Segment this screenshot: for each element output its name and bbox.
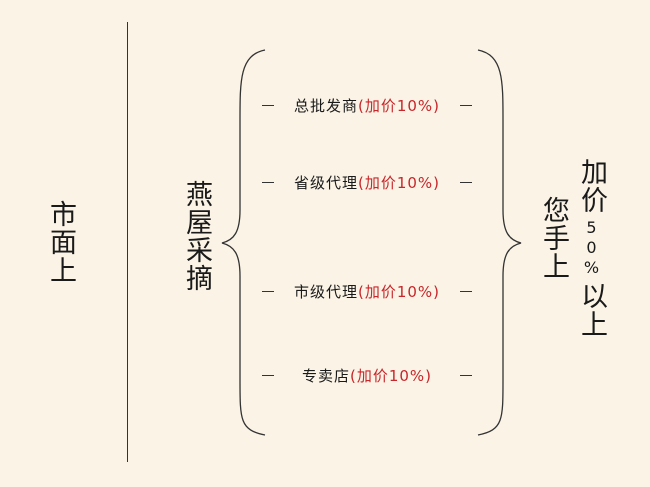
result-suffix: 以上 [576, 282, 607, 338]
item-markup: (加价10%) [357, 283, 441, 301]
dash [460, 291, 472, 292]
item-name: 专卖店 [301, 367, 350, 385]
left-brace [221, 49, 266, 436]
dash [262, 291, 274, 292]
list-item: 省级代理(加价10%) [262, 172, 472, 193]
result-prefix: 加价 [576, 158, 607, 214]
item-name: 市级代理 [293, 283, 358, 301]
result-percent: 50% [582, 218, 601, 278]
list-item: 专卖店(加价10%) [262, 365, 472, 386]
item-name: 总批发商 [293, 97, 358, 115]
right-brace [477, 49, 522, 436]
item-markup: (加价10%) [357, 97, 441, 115]
dash [460, 182, 472, 183]
dash [460, 375, 472, 376]
dash [262, 375, 274, 376]
source-label: 燕屋采摘 [181, 180, 212, 292]
divider-line [127, 22, 128, 462]
your-hands-label: 您手上 [538, 196, 569, 280]
list-item: 总批发商(加价10%) [262, 95, 472, 116]
markup-result: 加价 50% 以上 [575, 158, 607, 338]
dash [460, 105, 472, 106]
market-label: 市面上 [45, 200, 76, 284]
item-name: 省级代理 [293, 174, 358, 192]
item-markup: (加价10%) [357, 174, 441, 192]
list-item: 市级代理(加价10%) [262, 281, 472, 302]
item-markup: (加价10%) [349, 367, 433, 385]
dash [262, 182, 274, 183]
dash [262, 105, 274, 106]
